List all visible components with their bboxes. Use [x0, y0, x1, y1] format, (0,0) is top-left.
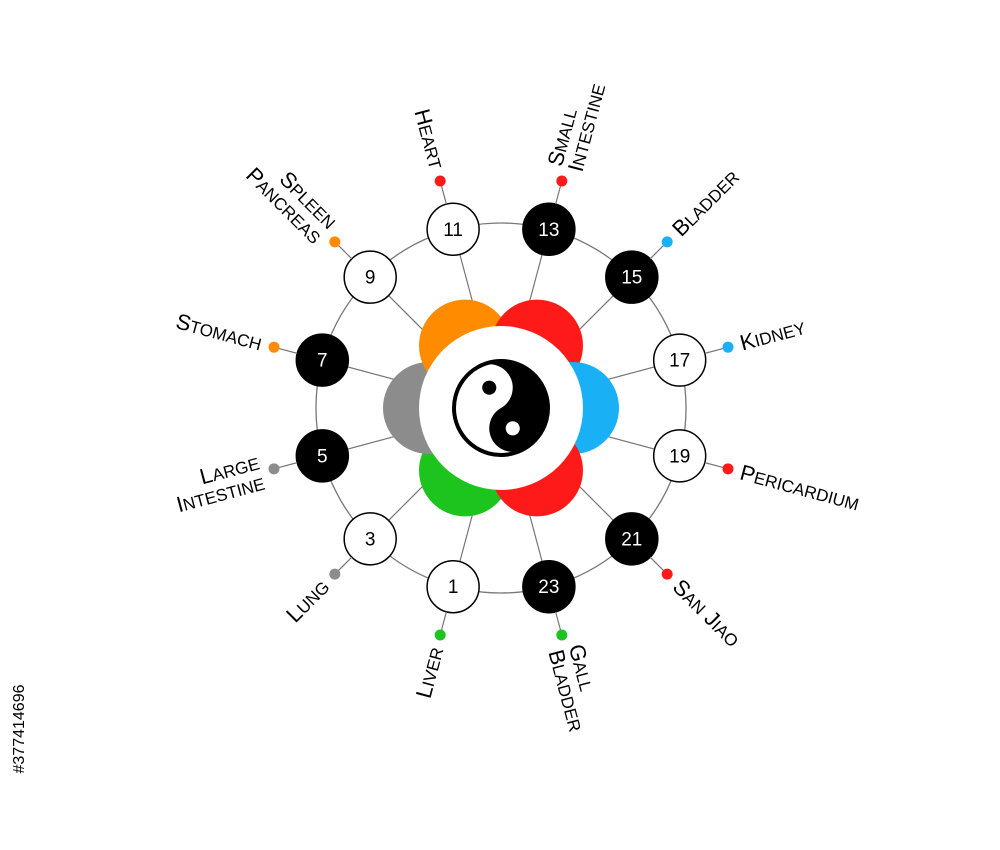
hour-number: 3 — [365, 529, 376, 550]
organ-name: HEART — [409, 106, 449, 171]
hour-marker-5: 5 — [295, 429, 350, 483]
center-disc — [419, 326, 583, 490]
stock-id-text: #377414696 — [11, 684, 28, 774]
hour-marker-23: 23 — [522, 559, 576, 614]
hour-circle — [343, 512, 397, 566]
hour-number: 13 — [538, 220, 559, 241]
organ-label-group: PERICARDIUM — [704, 460, 862, 516]
organ-dot — [329, 236, 341, 248]
organ-dot — [556, 175, 568, 187]
hour-marker-11: 11 — [426, 202, 480, 257]
organ-dot — [434, 629, 446, 641]
organ-label-group: KIDNEY — [704, 314, 808, 355]
hour-number: 7 — [317, 351, 328, 372]
organ-name: BLADDER — [667, 164, 744, 241]
organ-name: STOMACH — [173, 308, 265, 355]
hour-marker-7: 7 — [295, 333, 350, 387]
hour-number: 15 — [621, 268, 642, 289]
organ-name: LUNG — [281, 574, 334, 627]
organ-dot — [722, 341, 734, 353]
organ-dot — [329, 568, 341, 580]
organ-label-group: LUNG — [281, 556, 353, 627]
hour-marker-1: 1 — [426, 559, 480, 614]
hour-circle — [295, 429, 350, 483]
hour-number: 1 — [448, 577, 459, 598]
hour-number: 5 — [317, 446, 328, 467]
organ-label-group: SAN JIAO — [649, 556, 746, 652]
hour-circle — [343, 250, 397, 304]
hour-number: 9 — [365, 268, 376, 289]
hour-number: 11 — [443, 220, 463, 241]
hour-circle — [522, 559, 576, 614]
organ-name: PERICARDIUM — [737, 460, 862, 516]
hour-circle — [426, 202, 480, 257]
hour-circle — [295, 333, 350, 387]
hour-circle — [652, 429, 707, 483]
organ-dot — [434, 175, 446, 187]
hour-number: 23 — [538, 577, 559, 598]
hour-circle — [426, 559, 480, 614]
organ-name: KIDNEY — [737, 314, 808, 355]
organ-dot — [268, 463, 280, 475]
organ-dot — [268, 341, 280, 353]
organ-name: LIVER — [411, 644, 449, 701]
hour-number: 17 — [669, 351, 690, 372]
yin-yang-icon — [452, 359, 550, 457]
organ-label-group: BLADDER — [649, 164, 744, 260]
organ-dot — [661, 568, 673, 580]
clock-ring — [315, 222, 687, 594]
hour-circle — [652, 333, 707, 387]
organ-dot — [722, 463, 734, 475]
hour-marker-15: 15 — [605, 250, 659, 304]
organ-dot — [556, 629, 568, 641]
organ-dot — [661, 236, 673, 248]
hour-marker-13: 13 — [522, 202, 576, 257]
hour-circle — [605, 512, 659, 566]
organ-label-group: STOMACH — [173, 308, 298, 355]
hour-marker-3: 3 — [343, 512, 397, 566]
hour-circle — [605, 250, 659, 304]
hour-marker-19: 19 — [652, 429, 707, 483]
organ-name: SAN JIAO — [668, 574, 746, 652]
hour-number: 19 — [669, 446, 690, 467]
organ-label-group: LIVER — [411, 611, 449, 701]
organ-label-group: HEART — [409, 106, 449, 205]
hour-marker-17: 17 — [652, 333, 707, 387]
stock-id-watermark: #377414696 — [2, 614, 38, 844]
hour-marker-9: 9 — [343, 250, 397, 304]
hour-marker-21: 21 — [605, 512, 659, 566]
hour-number: 21 — [621, 529, 642, 550]
hour-circle — [522, 202, 576, 257]
